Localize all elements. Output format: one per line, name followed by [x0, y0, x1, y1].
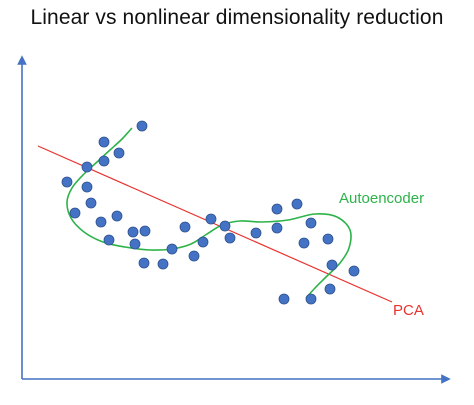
- data-point: [205, 213, 217, 225]
- data-point: [157, 258, 169, 270]
- data-point: [179, 221, 191, 233]
- data-point: [324, 283, 336, 295]
- data-points: [61, 120, 360, 305]
- data-point: [166, 243, 178, 255]
- autoencoder-label: Autoencoder: [339, 190, 424, 207]
- pca-line: [37, 145, 393, 303]
- data-point: [111, 210, 123, 222]
- chart-title: Linear vs nonlinear dimensionality reduc…: [30, 6, 444, 29]
- data-point: [271, 203, 283, 215]
- data-point: [348, 265, 360, 277]
- data-point: [61, 176, 73, 188]
- data-point: [326, 259, 338, 271]
- data-point: [127, 226, 139, 238]
- data-point: [322, 233, 334, 245]
- data-point: [139, 225, 151, 237]
- data-point: [113, 147, 125, 159]
- data-point: [103, 234, 115, 246]
- data-point: [271, 222, 283, 234]
- data-point: [81, 161, 93, 173]
- pca-label: PCA: [393, 302, 424, 319]
- data-point: [69, 207, 81, 219]
- autoencoder-curve: [66, 127, 352, 299]
- data-point: [129, 238, 141, 250]
- data-point: [224, 232, 236, 244]
- data-point: [85, 197, 97, 209]
- data-point: [291, 198, 303, 210]
- data-point: [250, 227, 262, 239]
- data-point: [197, 236, 209, 248]
- data-point: [188, 250, 200, 262]
- data-point: [98, 136, 110, 148]
- data-point: [305, 217, 317, 229]
- data-point: [95, 216, 107, 228]
- data-point: [98, 155, 110, 167]
- data-point: [138, 257, 150, 269]
- data-point: [219, 220, 231, 232]
- data-point: [298, 237, 310, 249]
- data-point: [136, 120, 148, 132]
- data-point: [305, 293, 317, 305]
- data-point: [81, 181, 93, 193]
- data-point: [278, 293, 290, 305]
